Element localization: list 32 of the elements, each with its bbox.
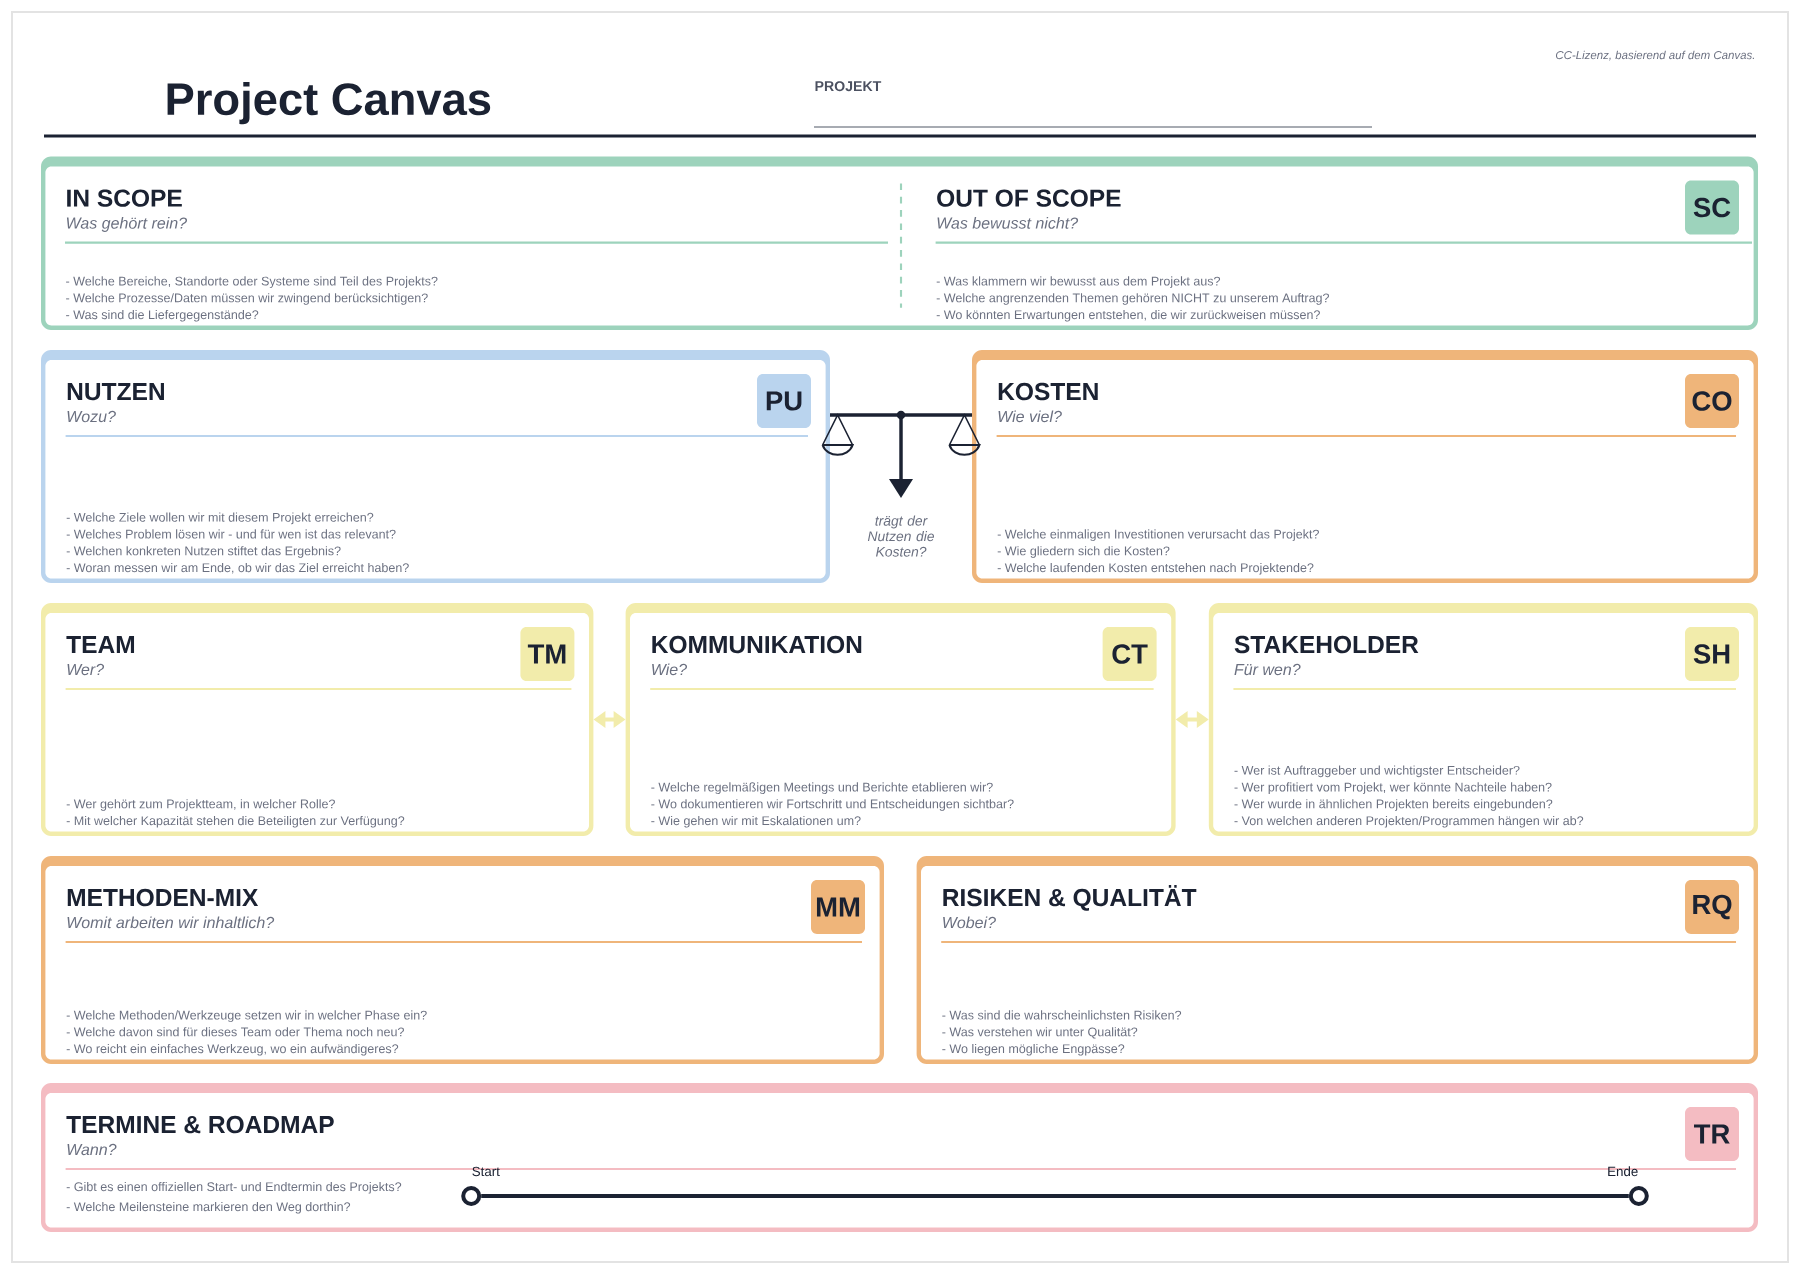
section-subtitle: Womit arbeiten wir inhaltlich? [67,916,275,929]
section-heading: IN SCOPE [67,189,182,207]
section-heading: NUTZEN [67,383,164,401]
code-badge: CT [1102,627,1157,681]
section-heading: OUT OF SCOPE [937,189,1121,207]
section-heading: METHODEN-MIX [67,888,259,907]
section-heading: KOMMUNIKATION [652,635,862,654]
section-heading: TERMINE & ROADMAP [66,1115,334,1134]
section-heading: RISIKEN & QUALITÄT [943,885,1197,911]
title: Project Canvas [167,82,491,125]
code-badge: SH [1685,627,1739,681]
timeline-line [481,1194,1629,1198]
section-subtitle: Wer? [67,663,105,676]
code-badge: RQ [1685,880,1739,934]
section-heading: KOSTEN [998,382,1098,401]
section-subtitle: Wie? [652,663,688,676]
section-subtitle: Was bewusst nicht? [937,217,1079,229]
section-subtitle: Wie viel? [998,410,1062,423]
code-badge: PU [757,374,811,428]
section-subtitle: Für wen? [1234,663,1301,676]
section-subtitle: Was gehört rein? [66,217,188,232]
section-heading: STAKEHOLDER [1234,635,1419,654]
balance-beam [821,413,981,456]
section-heading: TEAM [66,636,135,653]
section-subtitle: Wozu? [67,410,116,423]
code-badge: TR [1685,1107,1739,1161]
code-badge: MM [811,880,865,934]
code-badge: SC [1685,180,1739,235]
section-subtitle: Wobei? [943,916,996,929]
code-badge: TM [520,627,575,681]
code-badge: CO [1685,374,1739,428]
section-subtitle: Wann? [67,1143,117,1156]
